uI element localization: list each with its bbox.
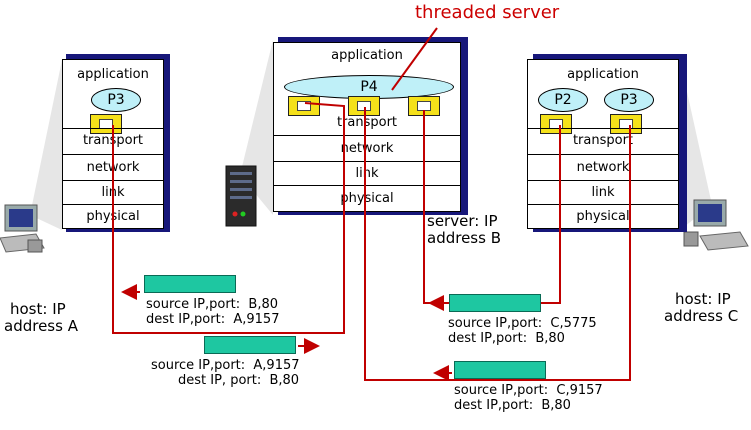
- host-a-process-p3: P3: [91, 88, 141, 112]
- server-b-socket-1: [288, 96, 320, 116]
- diagram-title: threaded server: [415, 2, 560, 23]
- segment-1-dest: dest IP,port: A,9157: [146, 312, 280, 327]
- host-a-caption-line2: address A: [4, 317, 78, 335]
- segment-4-dest: dest IP,port: B,80: [454, 398, 571, 413]
- host-a-caption-line1: host: IP: [10, 300, 66, 318]
- host-c-network-layer: network: [528, 154, 678, 180]
- host-c-computer-icon: [683, 199, 749, 251]
- segment-2-box: [204, 336, 296, 354]
- server-b-caption-line1: server: IP: [427, 212, 498, 230]
- host-c-stack: application P2 P3 transport network link…: [527, 59, 679, 229]
- host-c-transport-layer: transport: [528, 128, 678, 154]
- server-b-link-layer: link: [274, 161, 460, 185]
- host-a-cone: [30, 60, 62, 230]
- title-pointer-line: [391, 27, 438, 91]
- host-a-caption: host: IP address A: [4, 300, 78, 335]
- server-b-stack: application P4 transport network link ph…: [273, 42, 461, 212]
- host-a-application-label: application: [77, 67, 149, 82]
- server-b-caption: server: IP address B: [427, 213, 501, 247]
- host-c-caption-line2: address C: [664, 307, 739, 325]
- server-b-network-layer: network: [274, 135, 460, 161]
- segment-4-box: [454, 361, 546, 379]
- segment-4-source: source IP,port: C,9157: [454, 383, 603, 398]
- path-b-c-9157: [364, 107, 631, 381]
- host-c-caption: host: IP address C: [664, 290, 738, 325]
- segment-3-source: source IP,port: C,5775: [448, 316, 597, 331]
- server-b-transport-layer: transport: [336, 115, 398, 130]
- server-b-caption-line2: address B: [427, 229, 501, 247]
- segment-3-box: [449, 294, 541, 312]
- host-c-process-p2: P2: [538, 88, 588, 112]
- segment-1-source: source IP,port: B,80: [146, 297, 278, 312]
- server-b-socket-2: [348, 96, 380, 116]
- host-c-application-label: application: [567, 67, 639, 82]
- segment-3-dest: dest IP,port: B,80: [448, 331, 565, 346]
- host-c-socket-p3: [610, 114, 642, 134]
- host-c-link-layer: link: [528, 180, 678, 204]
- host-a-computer-icon: [0, 204, 45, 253]
- server-b-physical-layer: physical: [274, 185, 460, 211]
- path-b-c-5775: [423, 110, 561, 304]
- server-icon: [225, 165, 257, 227]
- host-c-caption-line1: host: IP: [675, 290, 731, 308]
- segment-2-source: source IP,port: A,9157: [151, 358, 300, 373]
- host-c-process-p3: P3: [604, 88, 654, 112]
- segment-1-box: [144, 275, 236, 293]
- segment-2-dest: dest IP, port: B,80: [178, 373, 300, 388]
- server-b-application-label: application: [331, 48, 403, 63]
- path-a-b: [112, 102, 345, 334]
- host-c-cone: [680, 60, 712, 230]
- host-c-physical-layer: physical: [528, 204, 678, 228]
